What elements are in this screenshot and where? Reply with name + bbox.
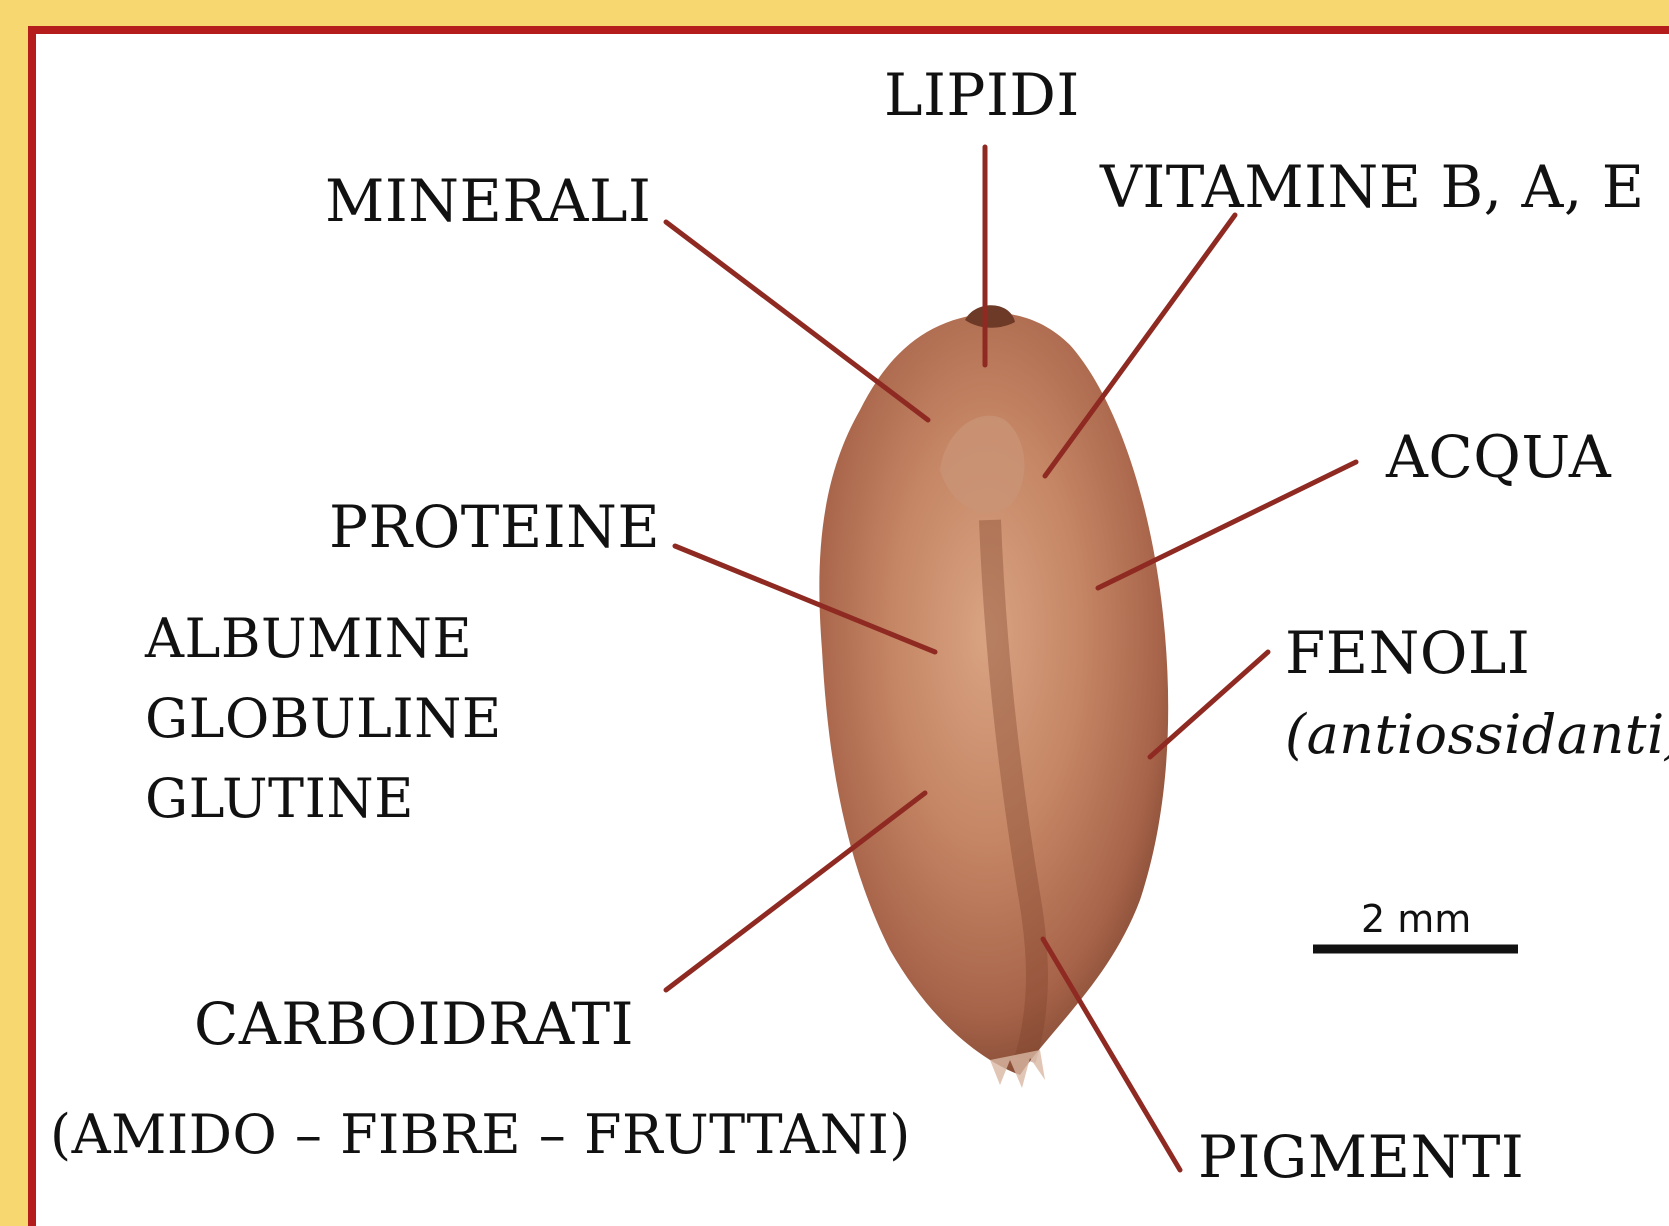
label-albumine: ALBUMINE <box>145 612 472 666</box>
label-acqua: ACQUA <box>1386 428 1611 486</box>
label-antiossidanti: (antiossidanti) <box>1285 708 1669 762</box>
label-vitamine: VITAMINE B, A, E <box>1100 158 1645 216</box>
label-globuline: GLOBULINE <box>145 692 502 746</box>
label-pigmenti: PIGMENTI <box>1198 1128 1524 1186</box>
label-glutine: GLUTINE <box>145 772 414 826</box>
wheat-grain <box>819 305 1168 1088</box>
leader-line-pigmenti <box>1043 939 1180 1170</box>
label-minerali: MINERALI <box>325 172 651 230</box>
scale-bar-label: 2 mm <box>1361 897 1471 941</box>
label-proteine: PROTEINE <box>329 498 660 556</box>
leader-line-vitamine <box>1045 215 1235 476</box>
label-carboidrati: CARBOIDRATI <box>194 995 634 1053</box>
label-fenoli: FENOLI <box>1285 624 1530 682</box>
label-lipidi: LIPIDI <box>884 66 1080 124</box>
label-amido-fibre-fruttani: (AMIDO – FIBRE – FRUTTANI) <box>50 1108 911 1162</box>
leader-line-minerali <box>666 222 928 420</box>
